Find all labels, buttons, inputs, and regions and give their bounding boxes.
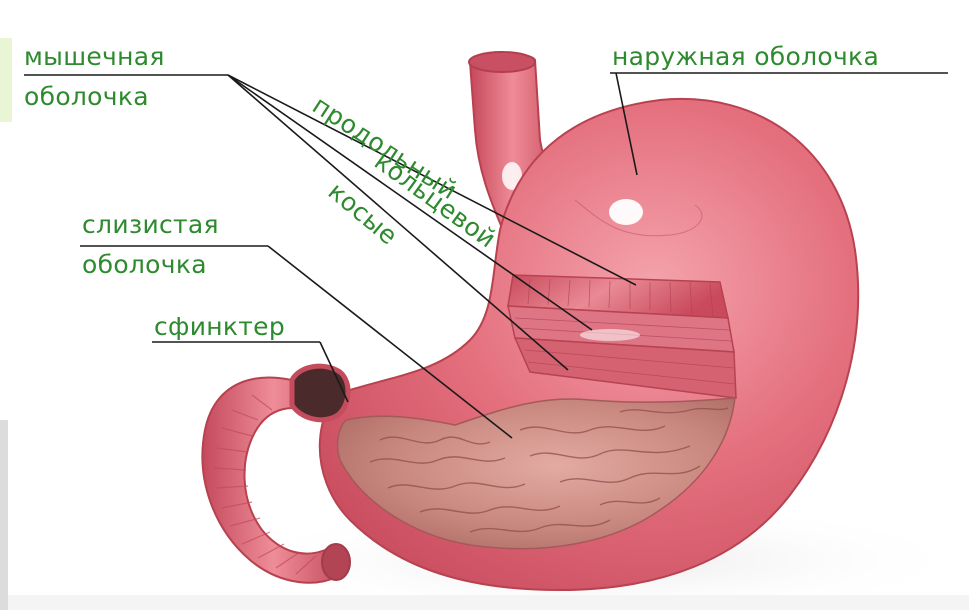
stomach-highlight — [609, 199, 643, 225]
label-mucosa-line1: слизистая — [82, 212, 219, 237]
left-edge-shade — [0, 420, 8, 610]
label-muscular-line2: оболочка — [24, 84, 149, 109]
esophagus-opening — [469, 52, 535, 72]
label-outer-membrane: наружная оболочка — [612, 44, 879, 69]
label-sphincter: сфинктер — [154, 314, 285, 339]
pylorus-sphincter — [292, 366, 348, 420]
backdrop-edge — [0, 595, 969, 610]
label-muscular-line1: мышечная — [24, 44, 165, 69]
label-mucosa-line2: оболочка — [82, 252, 207, 277]
muscle-sheen — [580, 329, 640, 341]
duodenum-opening — [322, 544, 350, 580]
